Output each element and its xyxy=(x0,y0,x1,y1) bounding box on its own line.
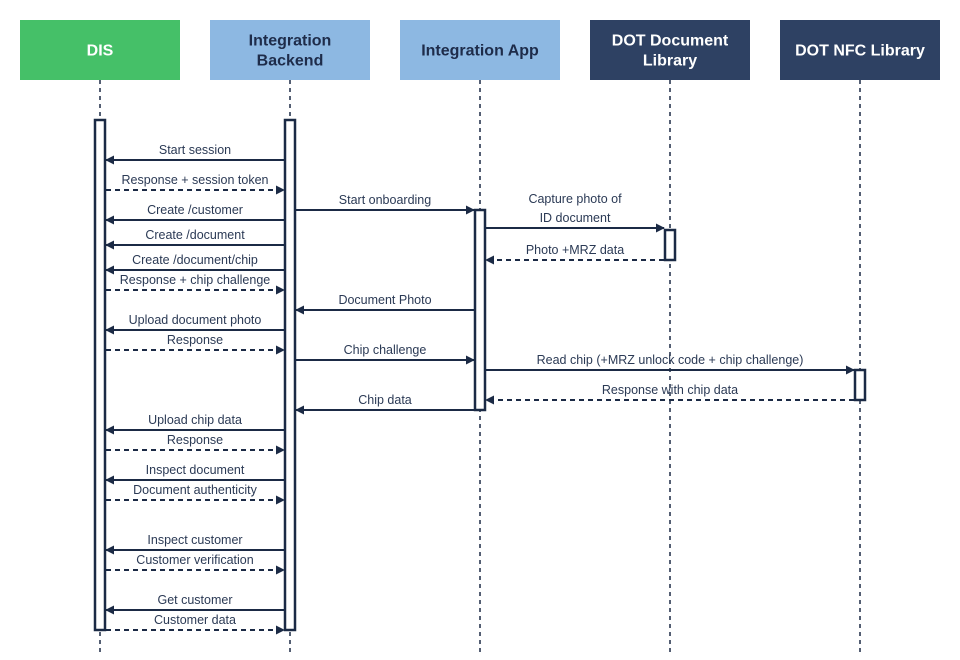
message-label: Inspect customer xyxy=(147,533,242,547)
message-label: Chip challenge xyxy=(344,343,427,357)
message-1: Response + session token xyxy=(106,173,285,195)
participant-app: Integration App xyxy=(400,20,560,80)
message-label: Upload chip data xyxy=(148,413,242,427)
participant-box xyxy=(590,20,750,80)
participant-box xyxy=(400,20,560,80)
message-label: ID document xyxy=(540,211,611,225)
message-13: Read chip (+MRZ unlock code + chip chall… xyxy=(486,353,855,375)
message-5: Create /document xyxy=(105,228,284,250)
message-8: Response + chip challenge xyxy=(106,273,285,295)
activation-bar-dis xyxy=(93,118,107,632)
message-label: Response xyxy=(167,333,223,347)
message-label: Create /document xyxy=(145,228,245,242)
message-label: Create /customer xyxy=(147,203,243,217)
message-label: Document Photo xyxy=(338,293,431,307)
participant-dis: DIS xyxy=(20,20,180,80)
message-22: Get customer xyxy=(105,593,284,615)
message-10: Upload document photo xyxy=(105,313,284,335)
message-label: Get customer xyxy=(157,593,232,607)
activation-bar-doclib xyxy=(663,228,677,262)
message-label: Start session xyxy=(159,143,231,157)
message-label: Create /document/chip xyxy=(132,253,258,267)
participant-label: DIS xyxy=(87,43,114,60)
message-7: Create /document/chip xyxy=(105,253,284,275)
participant-box xyxy=(210,20,370,80)
message-label: Document authenticity xyxy=(133,483,257,497)
activation-bar-backend xyxy=(283,118,297,632)
message-label: Response with chip data xyxy=(602,383,738,397)
message-2: Start onboarding xyxy=(296,193,475,215)
message-4: Capture photo of ID document xyxy=(486,192,665,233)
message-11: Response xyxy=(106,333,285,355)
message-0: Start session xyxy=(105,143,284,165)
message-12: Chip challenge xyxy=(296,343,475,365)
participant-label: Backend xyxy=(257,53,324,70)
participant-box xyxy=(780,20,940,80)
message-label: Customer verification xyxy=(136,553,253,567)
activation-bar-app xyxy=(473,208,487,412)
participant-box xyxy=(20,20,180,80)
message-label: Photo +MRZ data xyxy=(526,243,624,257)
message-label: Capture photo of xyxy=(528,192,622,206)
message-17: Response xyxy=(106,433,285,455)
message-label: Response + session token xyxy=(122,173,269,187)
participant-label: Integration App xyxy=(421,43,539,60)
message-label: Customer data xyxy=(154,613,236,627)
message-20: Inspect customer xyxy=(105,533,284,555)
message-label: Chip data xyxy=(358,393,412,407)
message-15: Chip data xyxy=(295,393,474,415)
message-label: Response + chip challenge xyxy=(120,273,270,287)
activation-bar-nfclib xyxy=(853,368,867,402)
message-6: Photo +MRZ data xyxy=(485,243,664,265)
message-label: Start onboarding xyxy=(339,193,431,207)
message-18: Inspect document xyxy=(105,463,284,485)
message-label: Inspect document xyxy=(146,463,245,477)
message-21: Customer verification xyxy=(106,553,285,575)
message-19: Document authenticity xyxy=(106,483,285,505)
participant-label: DOT Document xyxy=(612,33,729,50)
message-label: Read chip (+MRZ unlock code + chip chall… xyxy=(537,353,804,367)
message-14: Response with chip data xyxy=(485,383,854,405)
participant-label: Integration xyxy=(249,33,332,50)
participant-label: Library xyxy=(643,53,697,70)
message-label: Upload document photo xyxy=(129,313,262,327)
message-9: Document Photo xyxy=(295,293,474,315)
message-3: Create /customer xyxy=(105,203,284,225)
message-16: Upload chip data xyxy=(105,413,284,435)
participant-label: DOT NFC Library xyxy=(795,43,925,60)
message-23: Customer data xyxy=(106,613,285,635)
message-label: Response xyxy=(167,433,223,447)
participant-nfclib: DOT NFC Library xyxy=(780,20,940,80)
